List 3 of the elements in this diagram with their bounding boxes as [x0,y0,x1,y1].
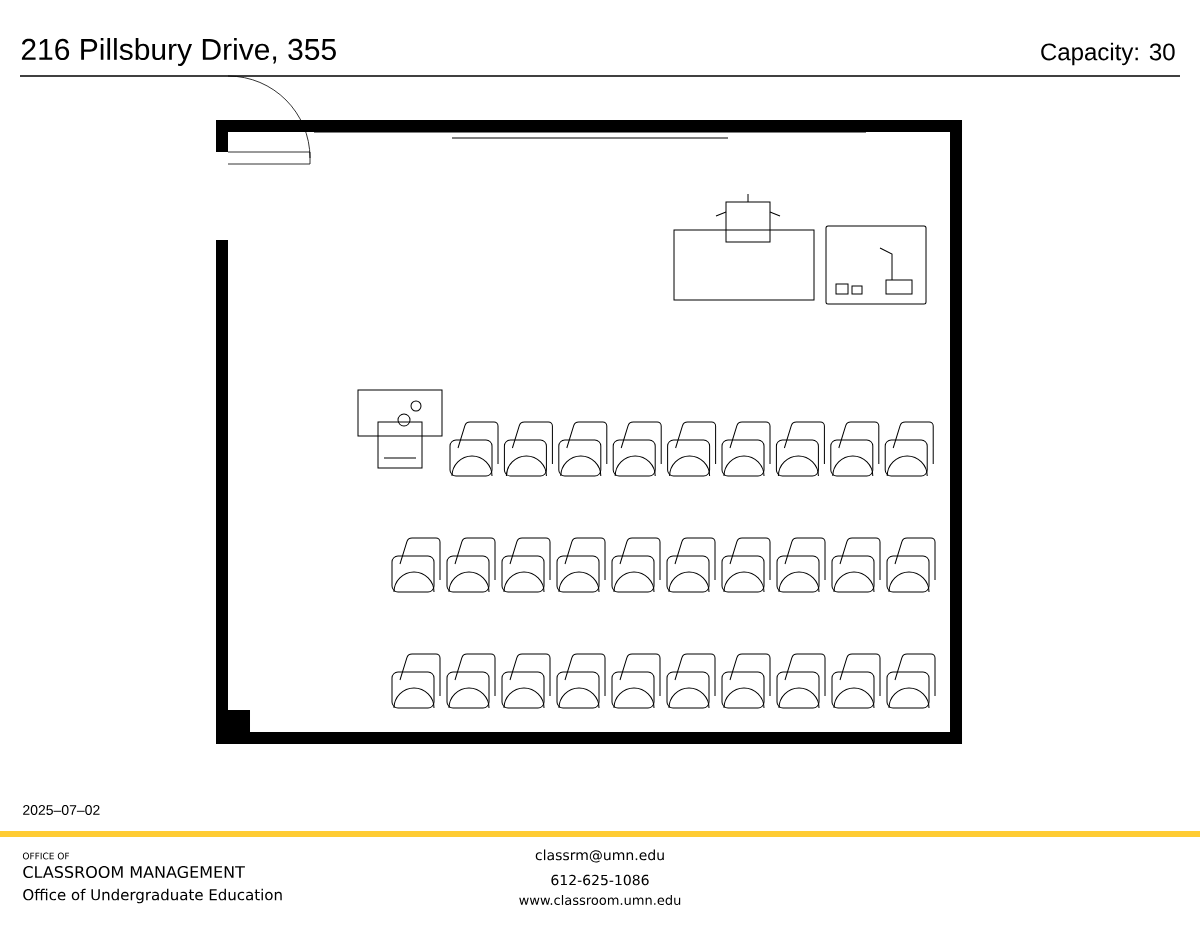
title: 216 Pillsbury Drive, 355 [21,38,336,66]
office-label: CLASSROOM MANAGEMENT [23,865,245,879]
capacity-label: Capacity: 30 [1041,42,1175,66]
